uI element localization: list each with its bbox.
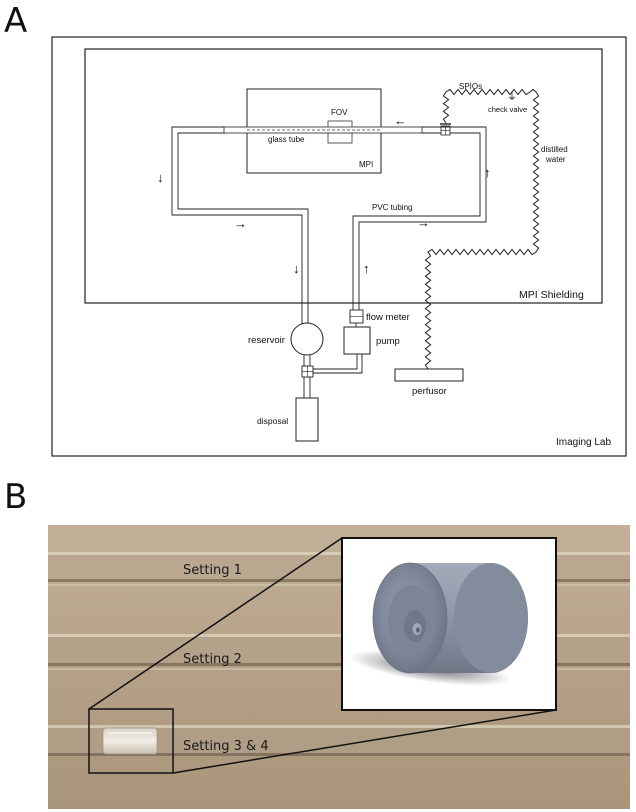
mpi-shielding-frame <box>84 48 603 304</box>
glass-tube-label: glass tube <box>268 135 305 144</box>
reservoir-label: reservoir <box>248 335 285 346</box>
glass-phantom <box>102 727 158 755</box>
arrow-down-reservoir: ↓ <box>293 261 300 276</box>
setting-2-label: Setting 2 <box>183 652 242 667</box>
zoom-source-box <box>88 708 174 774</box>
setting-3-4-label: Setting 3 & 4 <box>183 739 269 754</box>
perfusor <box>394 368 464 382</box>
pump <box>343 326 371 355</box>
imaging-lab-frame <box>51 36 627 457</box>
pump-label: pump <box>376 336 400 347</box>
imaging-lab-label: Imaging Lab <box>556 437 611 448</box>
disposal <box>295 397 319 442</box>
mpi-label: MPI <box>359 160 373 169</box>
arrow-up-pump: ↑ <box>363 261 370 276</box>
zoom-line-top <box>88 537 343 710</box>
arrow-down-left: ↓ <box>157 170 164 185</box>
flow-meter-label: flow meter <box>366 312 410 323</box>
arrow-up-right: ↑ <box>484 165 491 180</box>
arrow-right-bottom-left: → <box>234 216 247 231</box>
check-valve-symbol: ⏚ <box>507 91 517 103</box>
arrow-right-bottom-right: → <box>417 215 430 230</box>
panel-b-letter: B <box>4 477 27 517</box>
distilled-water-label-2: water <box>545 155 566 164</box>
pvc-tubing <box>171 126 487 325</box>
reservoir-pump-tubing <box>303 354 363 398</box>
setting-1-label: Setting 1 <box>183 563 242 578</box>
arrow-left-top: ← <box>394 113 407 128</box>
distilled-water-line <box>424 88 540 370</box>
spios-label: SPIOs <box>459 82 482 91</box>
check-valve-label: check valve <box>488 105 527 114</box>
zoom-line-bottom <box>172 709 557 774</box>
panel-a-letter: A <box>4 1 27 41</box>
disposal-label: disposal <box>257 416 288 426</box>
distilled-water-label-1: distilled <box>541 145 568 154</box>
reservoir <box>290 322 324 356</box>
cylinder-render <box>348 562 528 686</box>
fov-label: FOV <box>331 108 348 117</box>
perfusor-label: perfusor <box>412 386 447 397</box>
pvc-tubing-label: PVC tubing <box>372 203 412 212</box>
mpi-shielding-label: MPI Shielding <box>519 289 584 301</box>
